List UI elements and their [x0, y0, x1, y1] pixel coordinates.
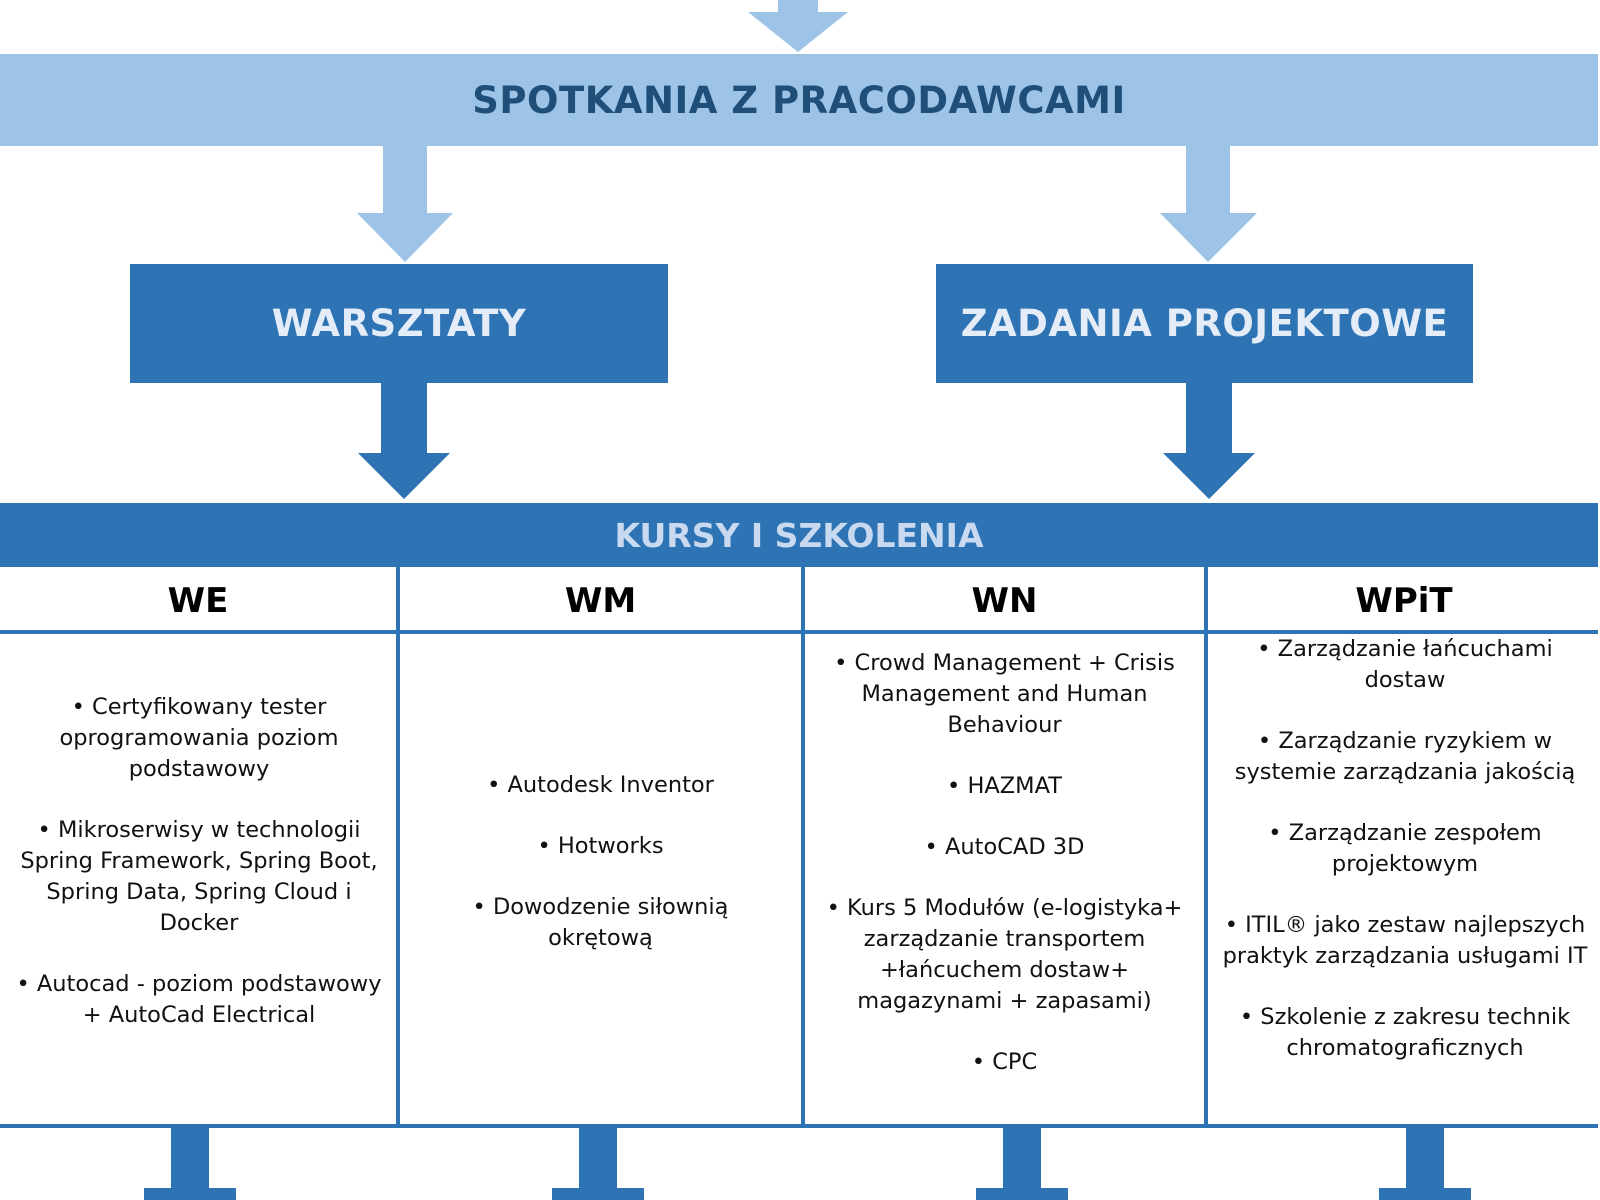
arrow-out-wn: [976, 1128, 1068, 1200]
course-item: Autocad - poziom podstawowy + AutoCad El…: [4, 969, 394, 1031]
arrow-out-wm: [552, 1128, 644, 1200]
arrow-out-we: [144, 1128, 236, 1200]
column-cell-we: Certyfikowany tester oprogramowania pozi…: [4, 640, 394, 1124]
column-cell-wn: Crowd Management + Crisis Management and…: [807, 640, 1202, 1124]
course-item: ITIL® jako zestaw najlepszych praktyk za…: [1210, 910, 1600, 972]
course-item: Mikroserwisy w technologii Spring Framew…: [4, 815, 394, 939]
course-item: Kurs 5 Modułów (e-logistyka+ zarządzanie…: [807, 893, 1202, 1017]
course-item: Crowd Management + Crisis Management and…: [807, 648, 1202, 741]
arrow-banner-to-warsztaty: [357, 146, 453, 262]
arrow-into-banner: [748, 0, 848, 52]
warsztaty-label: WARSZTATY: [271, 302, 527, 345]
column-divider-1: [396, 566, 400, 1124]
column-header-we-label: WE: [167, 581, 229, 621]
arrow-zadania-to-kursy: [1163, 383, 1255, 499]
course-item: Certyfikowany tester oprogramowania pozi…: [4, 692, 394, 785]
column-header-wn-label: WN: [971, 581, 1038, 621]
course-item: Zarządzanie ryzykiem w systemie zarządza…: [1210, 726, 1600, 788]
column-header-wm: WM: [400, 573, 801, 629]
zadania-projektowe-label: ZADANIA PROJEKTOWE: [960, 302, 1449, 345]
column-divider-3: [1204, 566, 1208, 1124]
course-item: Zarządzanie łańcuchami dostaw: [1210, 634, 1600, 696]
course-item: CPC: [807, 1047, 1202, 1078]
top-banner: SPOTKANIA Z PRACODAWCAMI: [0, 54, 1598, 146]
course-item: HAZMAT: [807, 771, 1202, 802]
zadania-projektowe-box: ZADANIA PROJEKTOWE: [936, 264, 1473, 383]
course-item: Szkolenie z zakresu technik chromatograf…: [1210, 1002, 1600, 1064]
course-item: Zarządzanie zespołem projektowym: [1210, 818, 1600, 880]
table-bottom-line: [0, 1124, 1598, 1128]
header-divider: [0, 630, 1598, 634]
column-header-wpit: WPiT: [1208, 573, 1600, 629]
arrow-banner-to-zadania: [1160, 146, 1257, 262]
arrow-out-wpit: [1379, 1128, 1471, 1200]
column-cell-wpit: Zarządzanie łańcuchami dostaw Zarządzani…: [1210, 634, 1600, 1124]
courses-bar-label: KURSY I SZKOLENIA: [614, 515, 984, 555]
column-header-we: WE: [0, 573, 396, 629]
courses-bar: KURSY I SZKOLENIA: [0, 503, 1598, 567]
course-item: Dowodzenie siłownią okrętową: [402, 892, 799, 954]
column-divider-2: [801, 566, 805, 1124]
course-item: Hotworks: [402, 831, 799, 862]
course-item: AutoCAD 3D: [807, 832, 1202, 863]
arrow-warsztaty-to-kursy: [358, 383, 450, 499]
warsztaty-box: WARSZTATY: [130, 264, 668, 383]
column-cell-wm: Autodesk Inventor Hotworks Dowodzenie si…: [402, 640, 799, 1124]
course-item: Autodesk Inventor: [402, 770, 799, 801]
top-banner-label: SPOTKANIA Z PRACODAWCAMI: [472, 78, 1126, 122]
column-header-wpit-label: WPiT: [1355, 581, 1453, 621]
column-header-wm-label: WM: [564, 581, 637, 621]
column-header-wn: WN: [805, 573, 1204, 629]
